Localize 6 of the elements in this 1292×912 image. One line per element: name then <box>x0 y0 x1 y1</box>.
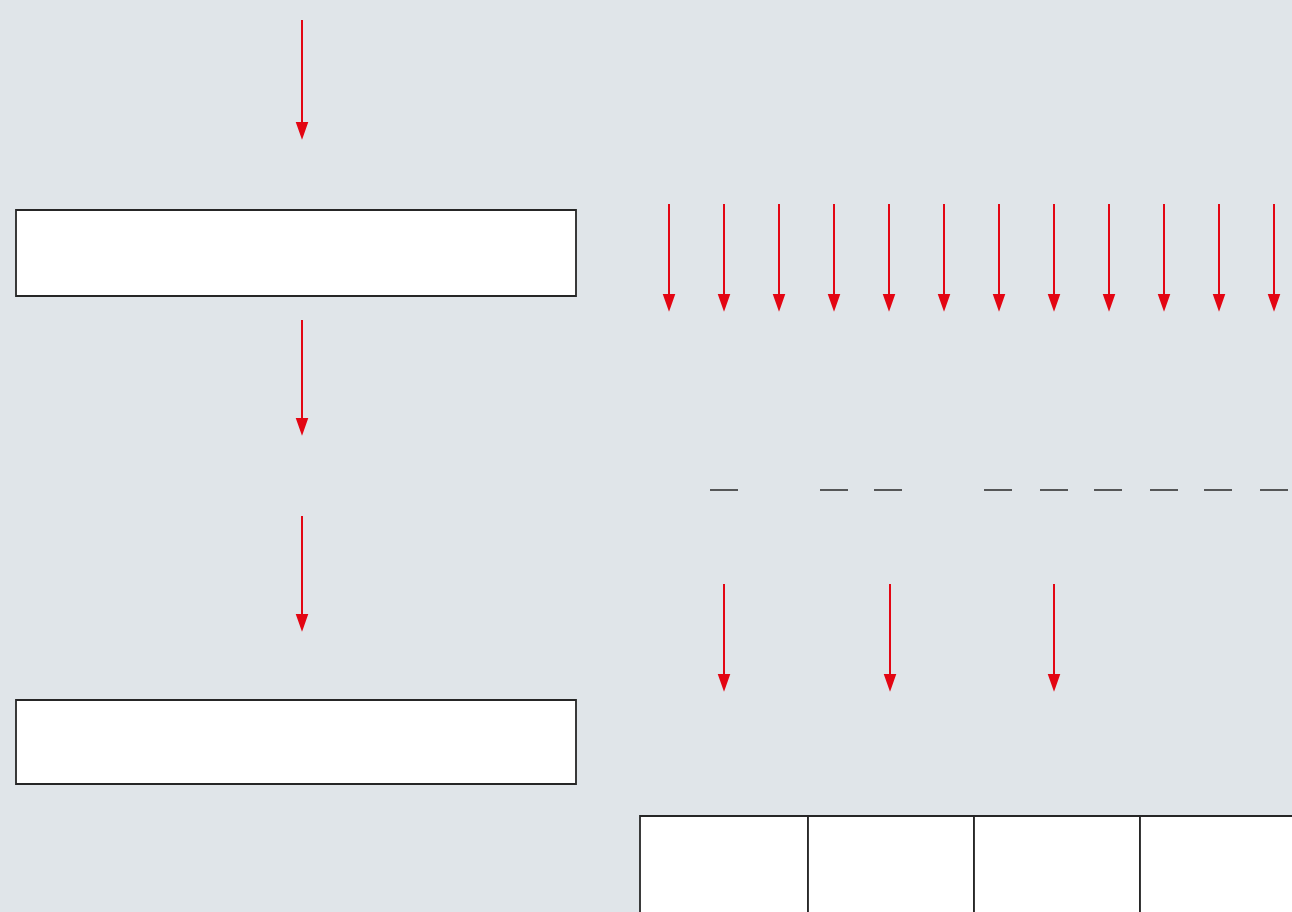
table-cell <box>973 815 1141 912</box>
empty-box <box>15 209 577 297</box>
table-cell <box>639 815 809 912</box>
table-cell <box>1139 815 1292 912</box>
empty-box <box>15 699 577 785</box>
table-cell <box>807 815 975 912</box>
